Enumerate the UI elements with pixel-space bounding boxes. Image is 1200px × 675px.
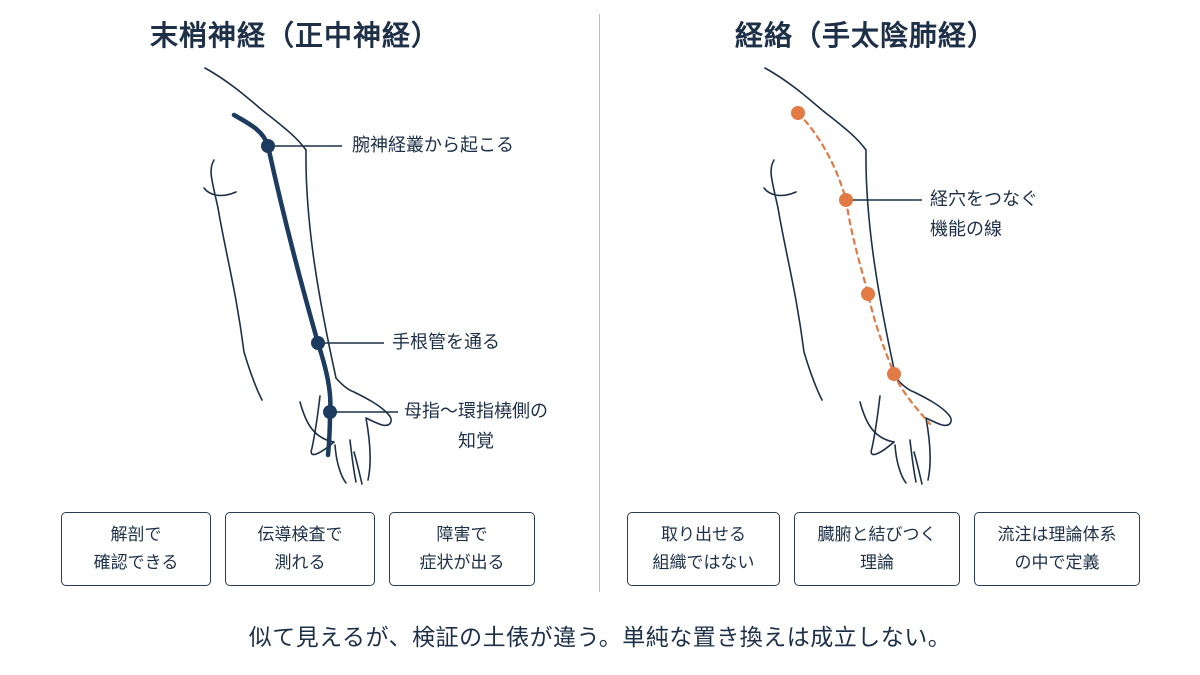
callout-line: 母指〜環指橈側の	[404, 401, 548, 422]
center-divider	[599, 14, 600, 592]
box-line: 理論	[860, 553, 894, 573]
box-line: 組織ではない	[652, 553, 755, 573]
callout-acupoints: 経穴をつなぐ 機能の線	[930, 185, 1038, 245]
right-arm-outline	[763, 67, 952, 485]
box-line: 流注は理論体系	[997, 525, 1117, 545]
box-line: 確認できる	[93, 553, 179, 573]
nerve-point	[311, 336, 325, 350]
callout-carpal-tunnel: 手根管を通る	[392, 332, 500, 353]
box-line: の中で定義	[1014, 553, 1100, 573]
box-line: 臓腑と結びつく	[817, 525, 937, 545]
acupoint	[887, 367, 901, 381]
box-line: 伝導検査で	[257, 525, 343, 545]
callout-line: 経穴をつなぐ	[930, 189, 1038, 210]
acupoint	[839, 193, 853, 207]
box-line: 解剖で	[110, 525, 162, 545]
nerve-point	[261, 139, 275, 153]
acupoint	[791, 106, 805, 120]
callout-brachial-plexus: 腕神経叢から起こる	[352, 135, 514, 156]
box-line: 障害で	[436, 525, 488, 545]
box-line: 取り出せる	[661, 525, 746, 545]
right-box-theory: 流注は理論体系の中で定義	[974, 512, 1140, 586]
right-panel-title: 経絡（手太陰肺経）	[735, 19, 997, 52]
box-line: 測れる	[274, 553, 326, 573]
left-box-anatomy: 解剖で確認できる	[61, 512, 211, 586]
acupoint	[861, 287, 875, 301]
callout-sensation: 母指〜環指橈側の 知覚	[404, 397, 548, 457]
footer-conclusion: 似て見えるが、検証の土俵が違う。単純な置き換えは成立しない。	[248, 625, 952, 651]
box-line: 症状が出る	[419, 553, 505, 573]
left-box-symptoms: 障害で症状が出る	[389, 512, 535, 586]
nerve-point	[323, 405, 337, 419]
left-box-conduction: 伝導検査で測れる	[225, 512, 375, 586]
median-nerve-line	[231, 112, 333, 458]
callout-line: 知覚	[458, 431, 494, 452]
lung-meridian-line	[796, 111, 932, 426]
callout-line: 機能の線	[930, 219, 1002, 240]
left-panel-title: 末梢神経（正中神経）	[150, 19, 441, 52]
right-box-organs: 臓腑と結びつく理論	[794, 512, 960, 586]
right-box-tissue: 取り出せる組織ではない	[627, 512, 780, 586]
